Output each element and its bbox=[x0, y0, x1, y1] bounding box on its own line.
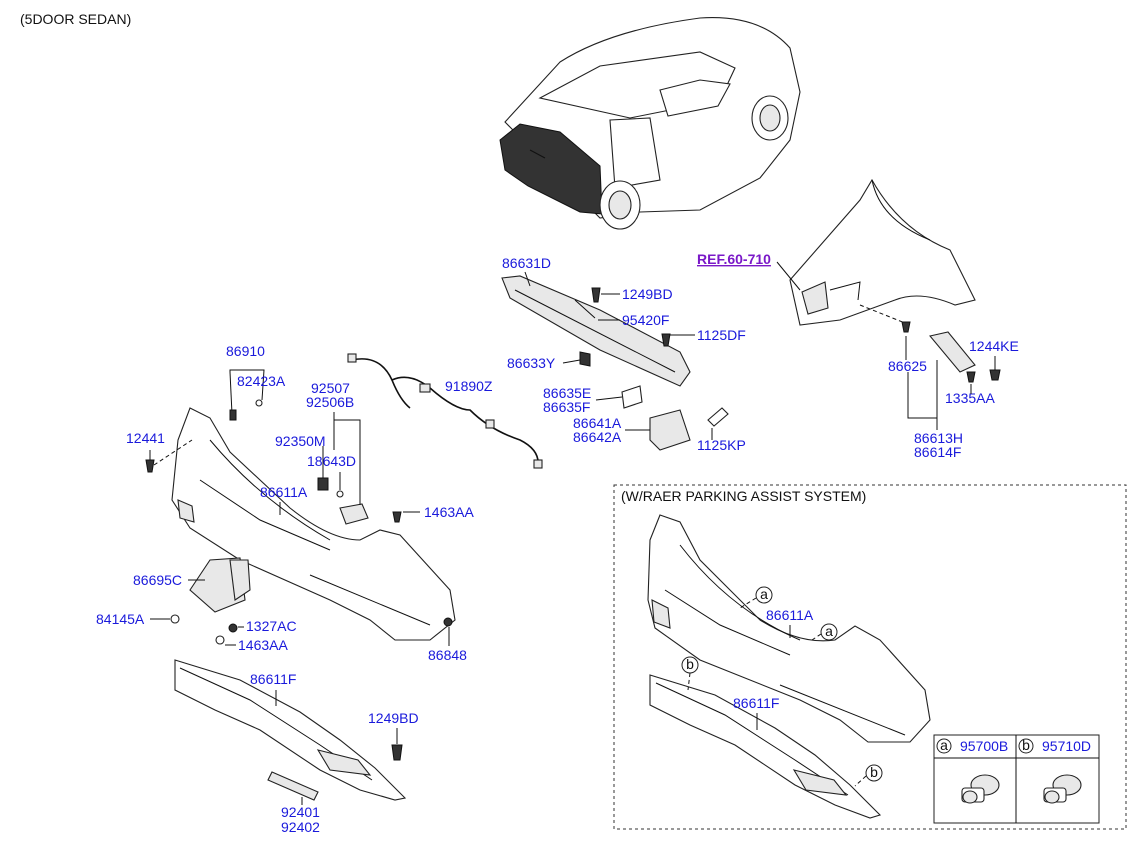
label-92507: 92507 bbox=[311, 380, 350, 396]
rear-bumper-main bbox=[171, 407, 456, 641]
label-84145A: 84145A bbox=[96, 611, 145, 627]
ref-label[interactable]: REF.60-710 bbox=[697, 251, 771, 267]
label-92350M: 92350M bbox=[275, 433, 326, 449]
label-86695C: 86695C bbox=[133, 572, 182, 588]
sensor-a-icon bbox=[961, 774, 1000, 804]
label-86910: 86910 bbox=[226, 343, 265, 359]
label-1327AC: 1327AC bbox=[246, 618, 297, 634]
label-92402: 92402 bbox=[281, 819, 320, 835]
parking-assist-panel: (W/RAER PARKING ASSIST SYSTEM) a a b b 8… bbox=[613, 484, 1127, 830]
label-86641A: 86641A bbox=[573, 415, 622, 431]
legend-key-a: a bbox=[940, 737, 948, 753]
label-1463AA-a: 1463AA bbox=[424, 504, 474, 520]
legend-part-95710D: 95710D bbox=[1042, 738, 1091, 754]
label-1244KE: 1244KE bbox=[969, 338, 1019, 354]
side-bracket bbox=[859, 304, 1001, 383]
label-12441: 12441 bbox=[126, 430, 165, 446]
bumper-bracket bbox=[189, 557, 251, 613]
label-86614F: 86614F bbox=[914, 444, 961, 460]
label-86611F: 86611F bbox=[250, 671, 296, 687]
label-1463AA-b: 1463AA bbox=[238, 637, 288, 653]
label-1125KP: 1125KP bbox=[697, 437, 746, 453]
label-1249BD-bottom: 1249BD bbox=[368, 710, 419, 726]
lower-skirt bbox=[174, 659, 407, 801]
label-92506B: 92506B bbox=[306, 394, 354, 410]
parking-assist-title: (W/RAER PARKING ASSIST SYSTEM) bbox=[621, 488, 866, 504]
label-86635E: 86635E bbox=[543, 385, 591, 401]
label-86642A: 86642A bbox=[573, 429, 622, 445]
sensor-legend: a 95700B b 95710D bbox=[933, 734, 1100, 824]
label-86848: 86848 bbox=[428, 647, 467, 663]
sensor-b-icon bbox=[1043, 774, 1082, 804]
label-86633Y: 86633Y bbox=[507, 355, 556, 371]
label-82423A: 82423A bbox=[237, 373, 286, 389]
label-86613H: 86613H bbox=[914, 430, 963, 446]
label-box-86611F: 86611F bbox=[733, 695, 779, 711]
label-box-86611A: 86611A bbox=[766, 607, 814, 623]
label-95420F: 95420F bbox=[622, 312, 669, 328]
callout-b-1: b bbox=[686, 656, 694, 672]
callout-a-2: a bbox=[825, 623, 833, 639]
callout-a-1: a bbox=[760, 586, 768, 602]
legend-part-95700B: 95700B bbox=[960, 738, 1008, 754]
label-1125DF: 1125DF bbox=[697, 327, 746, 343]
label-86611A: 86611A bbox=[260, 484, 308, 500]
callout-b-2: b bbox=[870, 764, 878, 780]
body-reference bbox=[789, 178, 976, 326]
legend-key-b: b bbox=[1022, 737, 1030, 753]
diagram-title: (5DOOR SEDAN) bbox=[20, 11, 131, 27]
car-illustration bbox=[499, 17, 801, 230]
label-86625: 86625 bbox=[888, 358, 927, 374]
wiring-harness bbox=[347, 353, 543, 469]
label-1249BD-top: 1249BD bbox=[622, 286, 673, 302]
label-1335AA: 1335AA bbox=[945, 390, 995, 406]
label-86635F: 86635F bbox=[543, 399, 590, 415]
label-86631D: 86631D bbox=[502, 255, 551, 271]
label-18643D: 18643D bbox=[307, 453, 356, 469]
label-91890Z: 91890Z bbox=[445, 378, 493, 394]
label-92401: 92401 bbox=[281, 804, 320, 820]
